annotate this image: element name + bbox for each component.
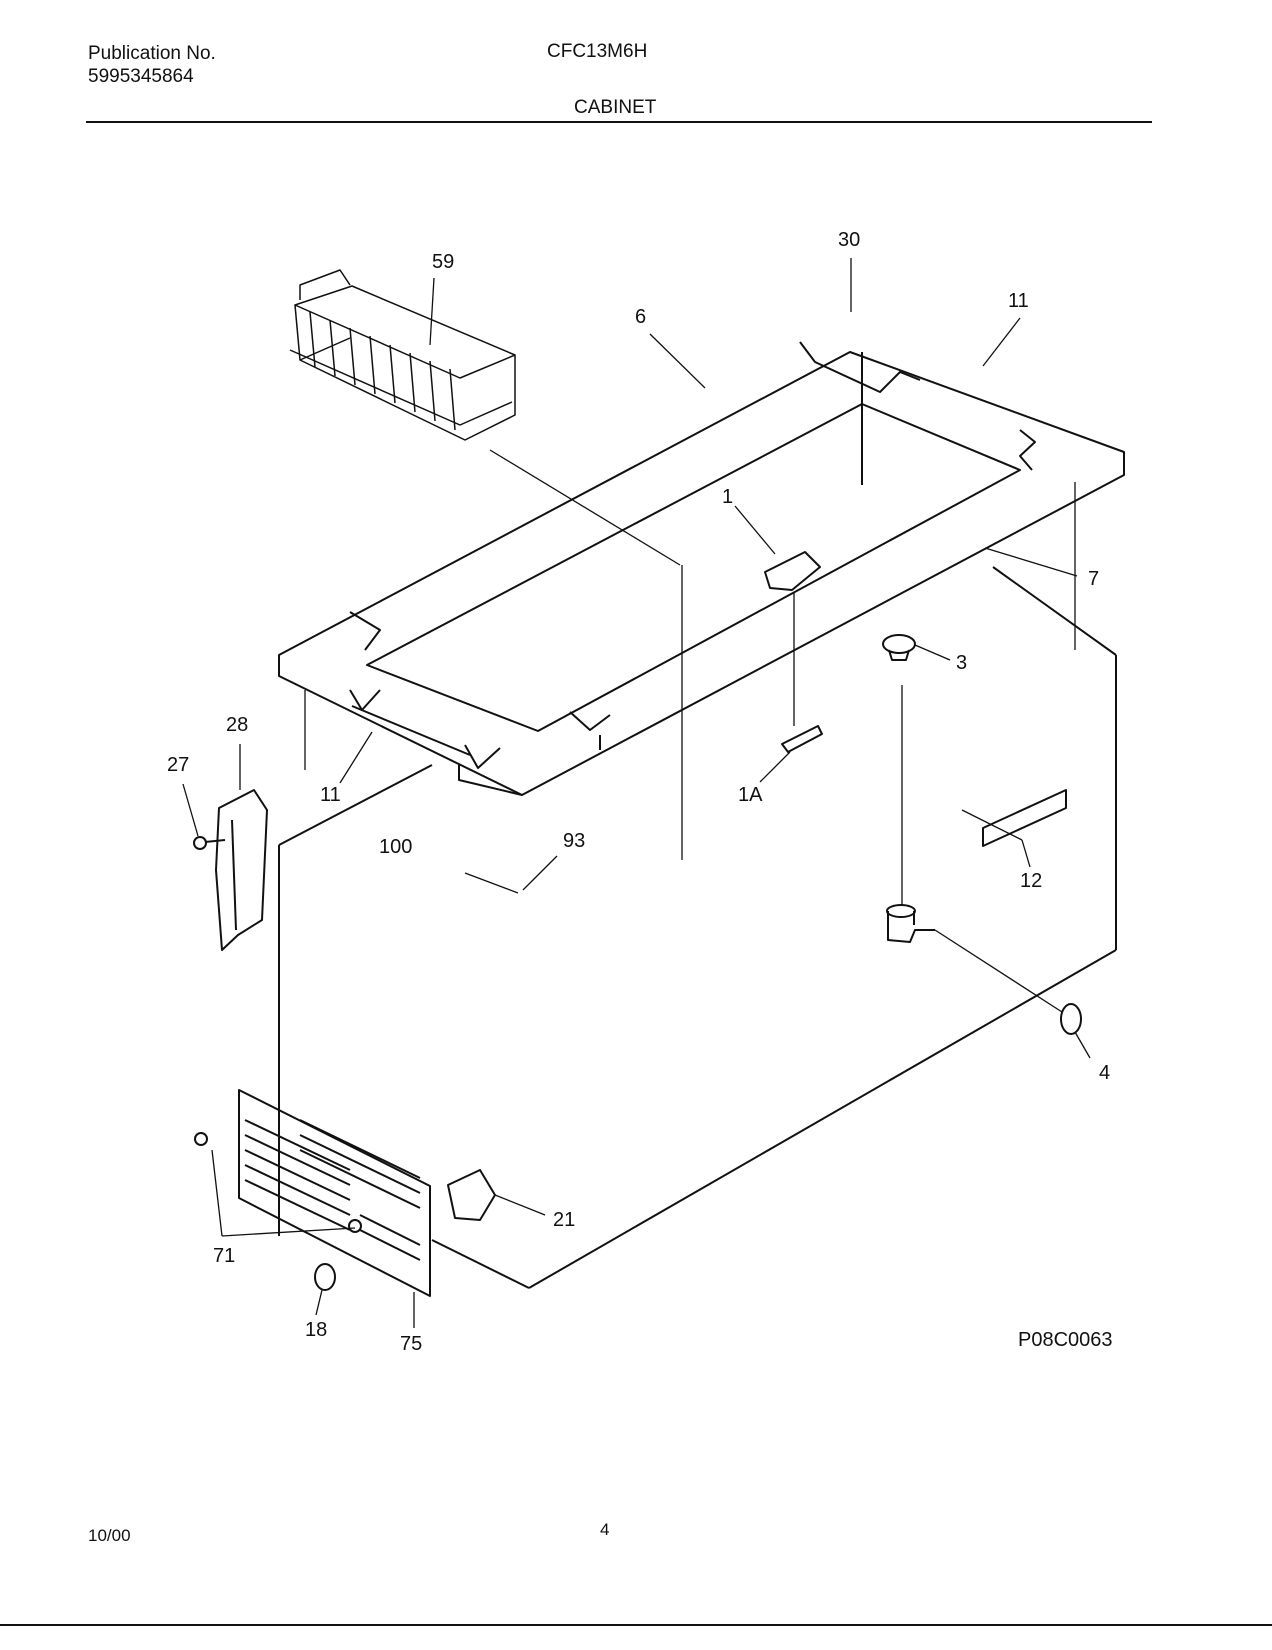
callout-4: 4 xyxy=(1099,1062,1110,1084)
callout-27: 27 xyxy=(167,754,189,776)
header-rule xyxy=(86,121,1152,123)
lamp-clip xyxy=(781,725,823,753)
revision-date: 10/00 xyxy=(88,1526,131,1545)
callout-71: 71 xyxy=(213,1245,235,1267)
control-bracket xyxy=(447,1169,496,1221)
plug-3 xyxy=(882,634,916,661)
publication-label: Publication No. xyxy=(88,43,216,64)
callout-1: 1 xyxy=(722,486,733,508)
cabinet-body xyxy=(278,566,1117,1289)
rating-label xyxy=(982,789,1067,847)
callout-59: 59 xyxy=(432,251,454,273)
thermostat-knob xyxy=(314,1263,336,1291)
callout-21: 21 xyxy=(553,1209,575,1231)
hinge-bracket xyxy=(193,789,268,951)
callout-100: 100 xyxy=(379,836,412,858)
toe-grille xyxy=(238,1089,431,1297)
callout-11: 11 xyxy=(1008,290,1029,312)
section-title: CABINET xyxy=(574,97,657,118)
wire-basket xyxy=(289,269,516,441)
callout-93: 93 xyxy=(563,830,585,852)
callout-75: 75 xyxy=(400,1333,422,1355)
callout-6: 6 xyxy=(635,306,646,328)
page-number: 4 xyxy=(600,1520,610,1539)
callout-11-lower: 11 xyxy=(320,784,341,806)
lamp-lens xyxy=(764,551,821,591)
breaker-frame xyxy=(278,341,1125,796)
model-number: CFC13M6H xyxy=(547,41,648,62)
callout-7: 7 xyxy=(1088,568,1099,590)
diagram-code: P08C0063 xyxy=(1018,1329,1113,1351)
callout-30: 30 xyxy=(838,229,860,251)
callout-12: 12 xyxy=(1020,870,1042,892)
callout-28: 28 xyxy=(226,714,248,736)
callout-18: 18 xyxy=(305,1319,327,1341)
plug-4 xyxy=(1060,1003,1082,1035)
callout-1a: 1A xyxy=(738,784,763,806)
drain-fitting xyxy=(886,904,935,943)
callouts: 59 30 6 11 1 7 3 28 27 11 1A 100 93 12 4… xyxy=(167,229,1113,1355)
publication-number: 5995345864 xyxy=(88,66,194,87)
footer-rule xyxy=(0,1624,1272,1626)
callout-3: 3 xyxy=(956,652,967,674)
